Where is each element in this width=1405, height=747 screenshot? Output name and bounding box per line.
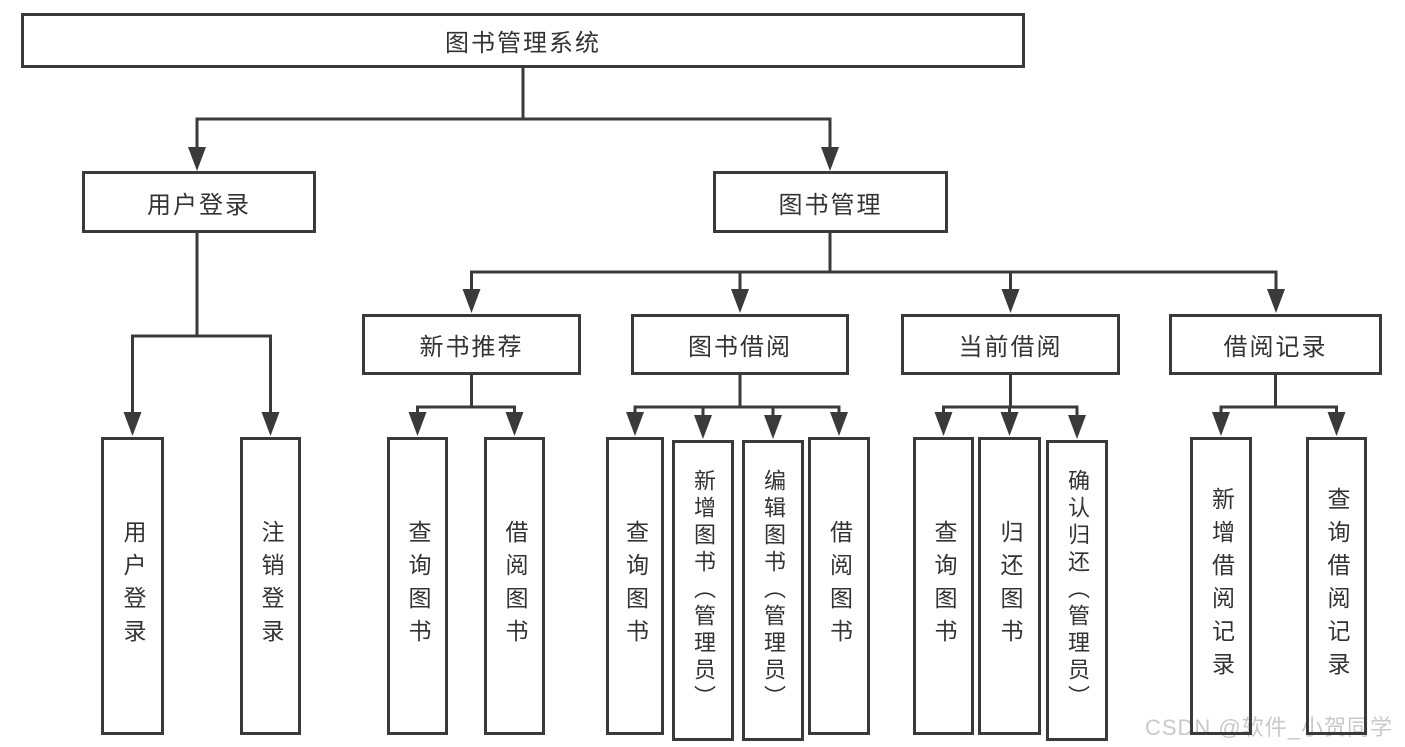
leaf-borrow-books: 借阅图书 [808,437,870,735]
leaf-query-books-current: 查询图书 [913,437,974,735]
watermark: CSDN @软件_小贺同学 [1144,715,1393,740]
node-book-management: 图书管理 [713,171,948,233]
leaf-logout: 注销登录 [240,437,301,735]
connector-book-borrow-branch [626,373,848,439]
leaf-edit-book-admin: 编辑图书（管理员） [742,440,804,741]
leaf-query-books-borrow: 查询图书 [606,437,664,735]
node-user-login: 用户登录 [82,171,316,233]
leaf-add-book-admin: 新增图书（管理员） [672,440,734,741]
node-current-borrow: 当前借阅 [901,314,1120,375]
leaf-user-login: 用户登录 [101,437,164,735]
connector-user-login-branch [123,231,280,436]
leaf-query-books-recommend: 查询图书 [387,437,448,735]
connector-current-borrow-branch [934,373,1086,439]
leaf-query-borrow-record: 查询借阅记录 [1306,437,1367,735]
node-root-title: 图书管理系统 [21,13,1025,68]
leaf-borrow-books-recommend: 借阅图书 [484,437,545,735]
connector-book-mgmt-branch [462,231,1285,313]
connector-borrow-record-branch [1212,373,1346,436]
leaf-add-borrow-record: 新增借阅记录 [1190,437,1252,735]
connector-root-to-level2 [188,66,839,171]
node-borrow-records: 借阅记录 [1169,314,1382,375]
node-new-book-recommend: 新书推荐 [362,314,581,375]
connector-new-book-branch [408,373,524,436]
leaf-return-book: 归还图书 [978,437,1041,735]
node-book-borrow: 图书借阅 [631,314,849,375]
leaf-confirm-return-admin: 确认归还（管理员） [1046,440,1108,741]
